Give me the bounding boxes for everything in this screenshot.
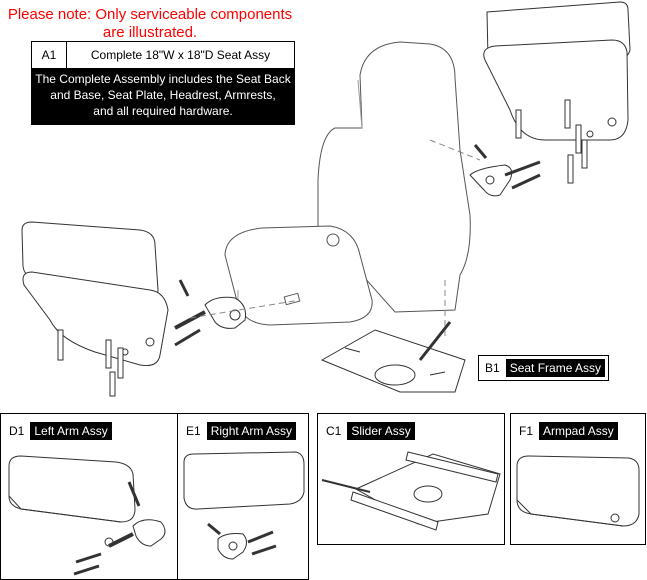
seat-frame-plate bbox=[320, 329, 466, 393]
c1-name: Slider Assy bbox=[347, 422, 415, 440]
armpad-drawing bbox=[516, 455, 640, 527]
a1-code: A1 bbox=[32, 42, 67, 68]
a1-description: The Complete Assembly includes the Seat … bbox=[32, 69, 294, 124]
a1-desc-line-2: and Base, Seat Plate, Headrest, Armrests… bbox=[50, 88, 276, 102]
d1-name: Left Arm Assy bbox=[30, 422, 112, 440]
c1-code: C1 bbox=[326, 424, 342, 438]
f1-code: F1 bbox=[519, 424, 534, 438]
b1-code: B1 bbox=[485, 361, 500, 375]
slider-assy-panel: C1 Slider Assy bbox=[317, 413, 505, 545]
service-note-line-2: are illustrated. bbox=[102, 24, 198, 41]
left-arm-drawing bbox=[8, 455, 166, 576]
e1-name: Right Arm Assy bbox=[206, 422, 297, 440]
seat-frame-assy-label: B1 Seat Frame Assy bbox=[478, 355, 610, 381]
right-arm-tray bbox=[483, 39, 629, 141]
seat-cushion bbox=[224, 225, 373, 326]
armpad-assy-panel: F1 Armpad Assy bbox=[510, 413, 646, 545]
a1-desc-line-3: and all required hardware. bbox=[93, 104, 233, 118]
service-note-line-1: Please note: Only serviceable components bbox=[7, 6, 293, 23]
seat-exploded-view bbox=[21, 1, 631, 397]
left-arm-tray bbox=[22, 271, 169, 366]
b1-name: Seat Frame Assy bbox=[505, 359, 606, 377]
right-arm-assy-panel: E1 Right Arm Assy bbox=[177, 413, 309, 580]
a1-desc-line-1: The Complete Assembly includes the Seat … bbox=[35, 72, 291, 86]
right-arm-drawing bbox=[183, 451, 305, 560]
f1-name: Armpad Assy bbox=[539, 422, 618, 440]
d1-code: D1 bbox=[9, 424, 25, 438]
service-note: Please note: Only serviceable components… bbox=[0, 6, 300, 42]
slider-drawing bbox=[321, 451, 501, 531]
a1-title: Complete 18"W x 18"D Seat Assy bbox=[90, 48, 271, 62]
left-arm-assy-panel: D1 Left Arm Assy bbox=[0, 413, 180, 580]
recline-knob bbox=[326, 233, 340, 247]
complete-seat-assembly-box: A1 Complete 18"W x 18"D Seat Assy The Co… bbox=[31, 41, 295, 125]
e1-code: E1 bbox=[186, 424, 201, 438]
